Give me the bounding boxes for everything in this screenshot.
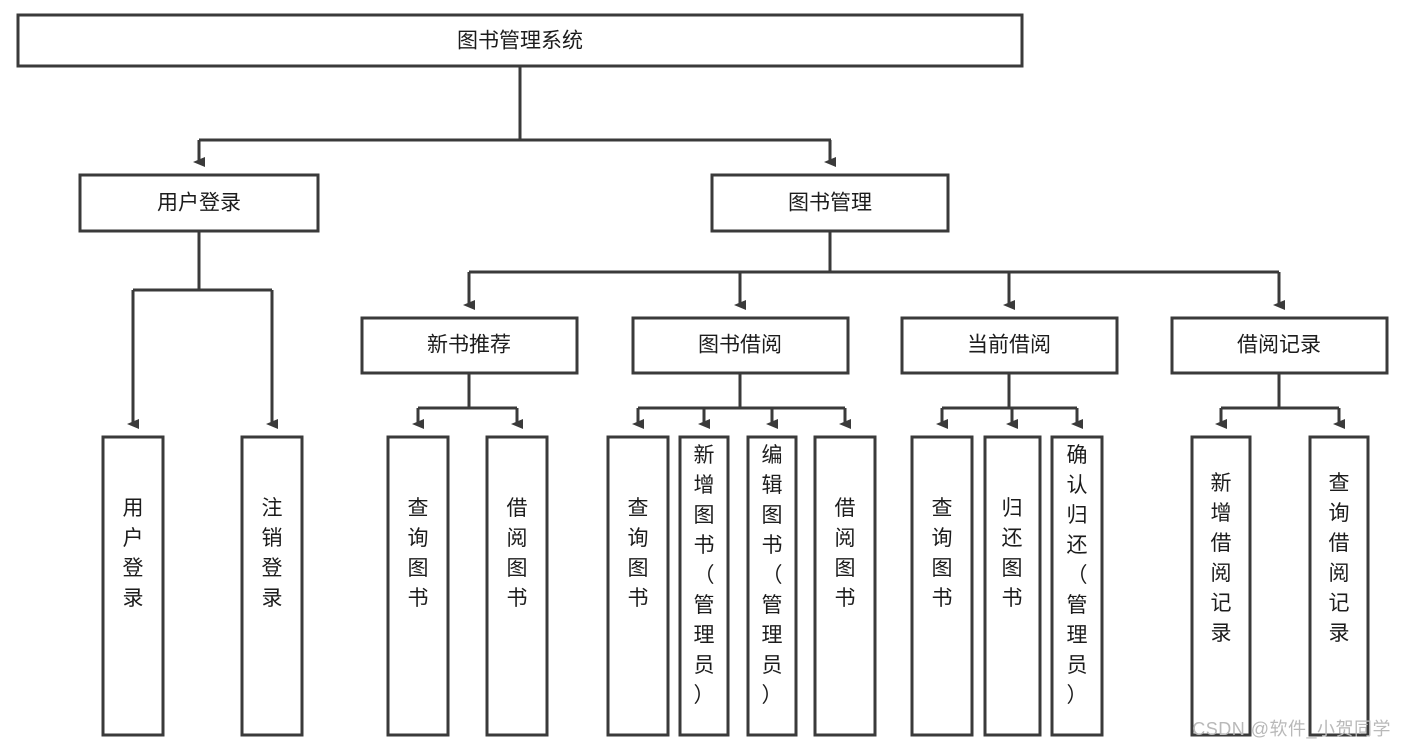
node-leaf-cb-return-book[interactable]: 归还图书 — [983, 435, 1042, 737]
node-leaf-cb-return-book-label: 归还图书 — [1002, 497, 1023, 610]
node-leaf-nbr-query-book-box[interactable] — [386, 435, 450, 737]
node-user-login-label: 用户登录 — [157, 192, 241, 215]
node-new-book-recommend-label: 新书推荐 — [427, 334, 511, 357]
node-leaf-user-logout-box[interactable] — [240, 435, 304, 737]
node-current-borrow[interactable]: 当前借阅 — [900, 316, 1119, 375]
node-leaf-cb-confirm-return-box[interactable] — [1050, 435, 1104, 737]
node-root-label: 图书管理系统 — [457, 30, 583, 53]
node-leaf-nbr-borrow-book-box[interactable] — [485, 435, 549, 737]
connectors-current-borrow-to-leaves — [936, 373, 1083, 429]
node-leaf-br-query-record-label: 查询借阅记录 — [1329, 472, 1350, 645]
node-leaf-bb-borrow-book-box[interactable] — [813, 435, 877, 737]
node-leaf-cb-query-book-label: 查询图书 — [932, 497, 953, 610]
node-leaf-user-login-box[interactable] — [101, 435, 165, 737]
node-leaf-bb-add-book[interactable]: 新增图书（管理员） — [678, 435, 730, 737]
node-leaf-bb-add-book-box[interactable] — [678, 435, 730, 737]
node-new-book-recommend-box[interactable] — [360, 316, 579, 375]
node-root[interactable]: 图书管理系统 — [16, 13, 1024, 68]
connectors-book-borrow-to-leaves — [632, 373, 851, 429]
node-borrow-record-box[interactable] — [1170, 316, 1389, 375]
node-book-borrow[interactable]: 图书借阅 — [631, 316, 850, 375]
node-leaf-cb-query-book[interactable]: 查询图书 — [910, 435, 974, 737]
node-leaf-br-add-record[interactable]: 新增借阅记录 — [1190, 435, 1252, 737]
node-leaf-cb-return-book-box[interactable] — [983, 435, 1042, 737]
node-leaf-user-logout[interactable]: 注销登录 — [240, 435, 304, 737]
node-leaf-user-login[interactable]: 用户登录 — [101, 435, 165, 737]
node-current-borrow-label: 当前借阅 — [967, 334, 1051, 357]
node-user-login-box[interactable] — [78, 173, 320, 233]
node-leaf-user-logout-label: 注销登录 — [262, 497, 283, 610]
node-book-management-box[interactable] — [710, 173, 950, 233]
node-leaf-nbr-query-book[interactable]: 查询图书 — [386, 435, 450, 737]
connectors-root-to-level1 — [193, 66, 836, 167]
node-leaf-br-query-record[interactable]: 查询借阅记录 — [1308, 435, 1370, 737]
connectors-borrow-record-to-leaves — [1215, 373, 1345, 429]
connectors-user-login-to-leaves — [127, 231, 278, 429]
node-book-management-label: 图书管理 — [788, 192, 872, 215]
node-root-box[interactable] — [16, 13, 1024, 68]
node-current-borrow-box[interactable] — [900, 316, 1119, 375]
node-book-borrow-box[interactable] — [631, 316, 850, 375]
node-leaf-br-add-record-box[interactable] — [1190, 435, 1252, 737]
node-leaf-bb-borrow-book-label: 借阅图书 — [835, 497, 856, 610]
node-book-borrow-label: 图书借阅 — [698, 334, 782, 357]
node-leaf-bb-query-book-label: 查询图书 — [628, 497, 649, 610]
node-leaf-bb-edit-book-box[interactable] — [746, 435, 798, 737]
node-borrow-record[interactable]: 借阅记录 — [1170, 316, 1389, 375]
node-new-book-recommend[interactable]: 新书推荐 — [360, 316, 579, 375]
connectors-book-management-to-level2 — [463, 231, 1285, 310]
node-leaf-cb-query-book-box[interactable] — [910, 435, 974, 737]
connectors-new-book-recommend-to-leaves — [412, 373, 523, 429]
node-leaf-bb-edit-book-label: 编辑图书（管理员） — [762, 444, 783, 707]
node-leaf-bb-borrow-book[interactable]: 借阅图书 — [813, 435, 877, 737]
node-leaf-cb-confirm-return-label: 确认归还（管理员） — [1067, 444, 1088, 707]
node-borrow-record-label: 借阅记录 — [1237, 334, 1321, 357]
node-leaf-nbr-query-book-label: 查询图书 — [408, 497, 429, 610]
node-leaf-br-add-record-label: 新增借阅记录 — [1211, 472, 1232, 645]
node-leaf-cb-confirm-return[interactable]: 确认归还（管理员） — [1050, 435, 1104, 737]
node-book-management[interactable]: 图书管理 — [710, 173, 950, 233]
node-leaf-user-login-label: 用户登录 — [123, 497, 144, 610]
node-leaf-nbr-borrow-book-label: 借阅图书 — [507, 497, 528, 610]
node-leaf-nbr-borrow-book[interactable]: 借阅图书 — [485, 435, 549, 737]
node-leaf-bb-add-book-label: 新增图书（管理员） — [694, 444, 715, 707]
node-leaf-br-query-record-box[interactable] — [1308, 435, 1370, 737]
node-leaf-bb-query-book[interactable]: 查询图书 — [606, 435, 670, 737]
node-leaf-bb-query-book-box[interactable] — [606, 435, 670, 737]
node-user-login[interactable]: 用户登录 — [78, 173, 320, 233]
node-leaf-bb-edit-book[interactable]: 编辑图书（管理员） — [746, 435, 798, 737]
